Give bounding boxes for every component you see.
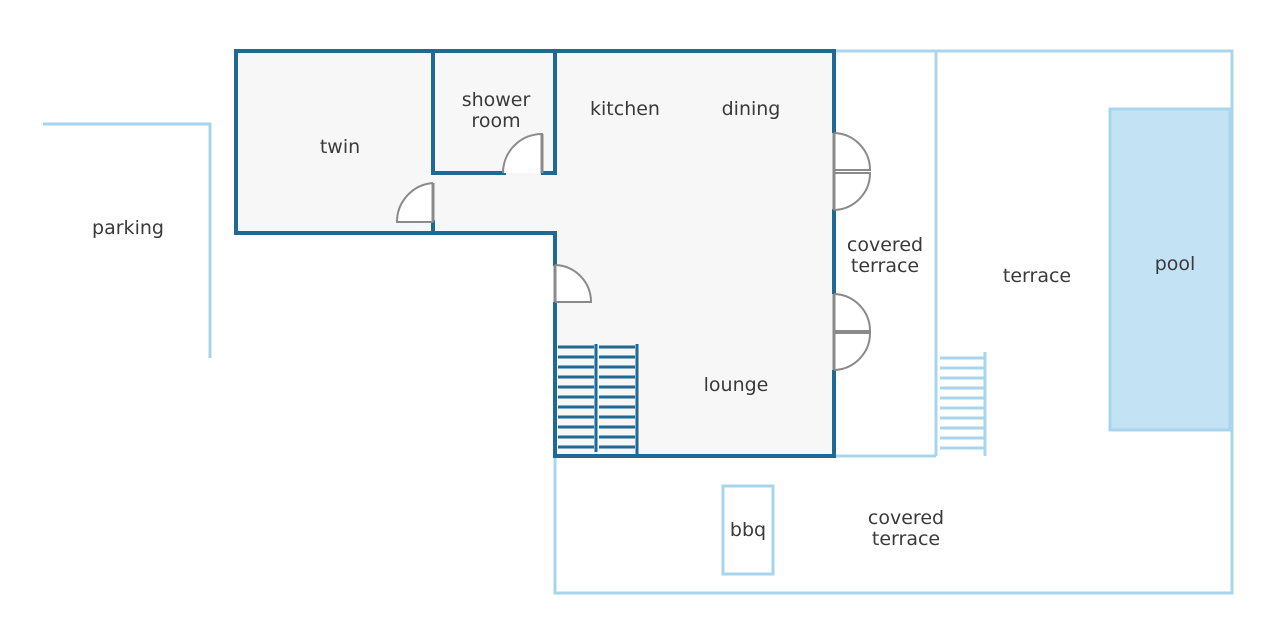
twin-label: twin (320, 136, 360, 158)
exterior-outlines (43, 49, 1234, 595)
pool-label: pool (1155, 253, 1196, 275)
pool (1108, 107, 1232, 432)
covered-terrace-right-label-line1: covered (847, 234, 923, 256)
covered-terrace-bottom-label-line2: terrace (872, 528, 940, 550)
terrace-double-door-upper-a (833, 132, 872, 171)
terrace-label: terrace (1003, 265, 1071, 287)
room-labels: parking twin shower room kitchen dining … (92, 89, 1195, 550)
interior-walls (234, 49, 836, 458)
dining-label: dining (722, 98, 781, 120)
kitchen-label: kitchen (590, 98, 660, 120)
lounge-label: lounge (704, 374, 769, 396)
twin-door (395, 182, 434, 223)
terrace-double-door-upper-b (833, 172, 872, 211)
terrace-double-door-lower-a (833, 293, 872, 332)
parking-label: parking (92, 217, 164, 239)
bbq-outline (721, 484, 775, 576)
shower-room-label-line2: room (471, 110, 520, 132)
shower-room-label-line1: shower (462, 89, 531, 111)
covered-terrace-bottom-label-line1: covered (868, 507, 944, 529)
interior-stairs (558, 344, 639, 454)
terrace-double-door-lower-b (833, 332, 872, 371)
terrace-stairs (940, 352, 987, 456)
covered-terrace-right-label-line2: terrace (851, 255, 919, 277)
parking-boundary (43, 122, 212, 358)
interior-floor (236, 51, 834, 456)
side-entry-door (554, 264, 593, 303)
terrace-boundary (553, 49, 1234, 595)
bbq-label: bbq (730, 519, 766, 541)
shower-door (502, 132, 543, 174)
doors (395, 132, 872, 371)
